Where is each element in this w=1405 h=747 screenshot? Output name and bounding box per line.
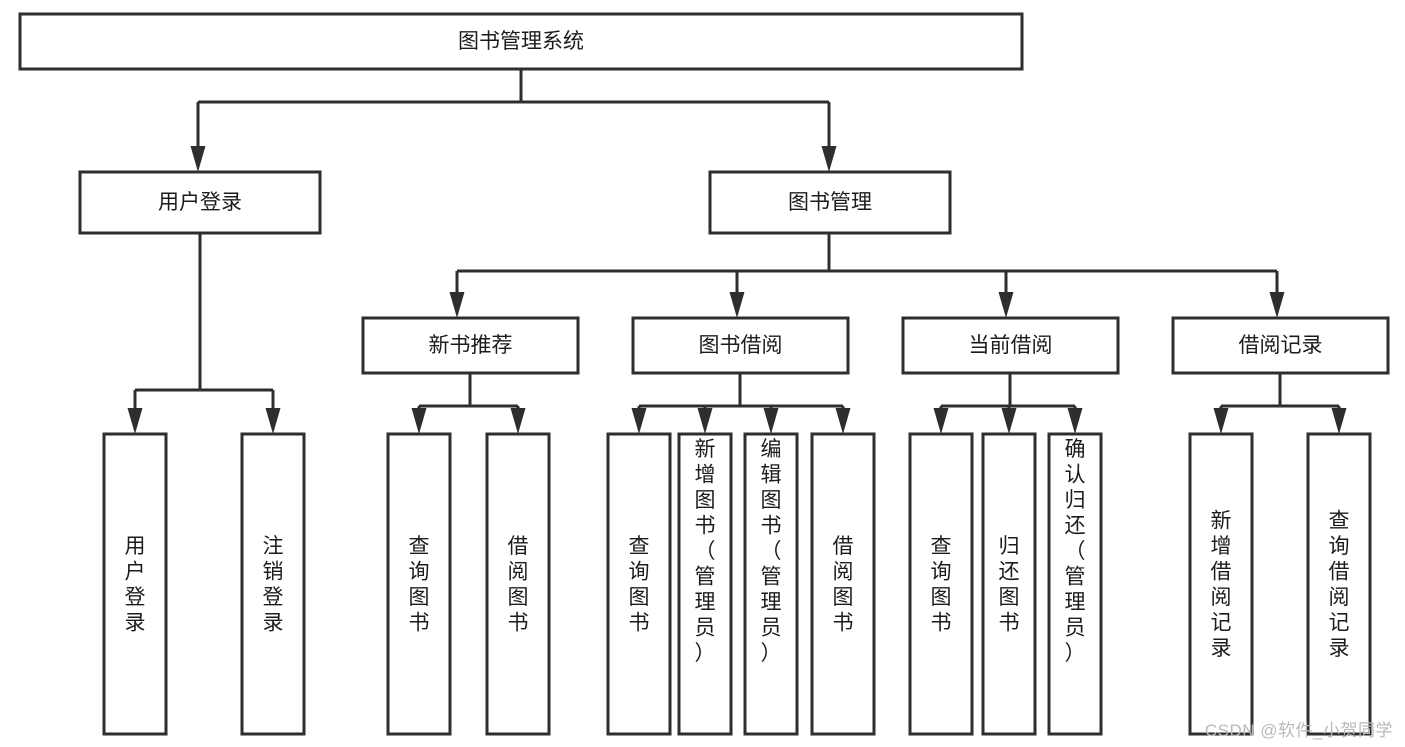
node-box-book-manage[interactable] <box>708 170 952 235</box>
node-label-root: 图书管理系统 <box>458 30 584 53</box>
node-leaf-add-record[interactable]: 新增借阅记录 <box>1188 432 1254 736</box>
book-borrow-drop-3-arrowhead <box>835 408 851 434</box>
new-book-recommend-drop-0-arrowhead <box>411 408 427 434</box>
node-box-current-borrow[interactable] <box>901 316 1120 375</box>
node-box-leaf-query-record[interactable] <box>1306 432 1372 736</box>
node-box-leaf-query-book-3[interactable] <box>908 432 974 736</box>
node-leaf-query-book-3[interactable]: 查询图书 <box>908 432 974 736</box>
node-label-leaf-user-login: 用户登录 <box>125 535 146 635</box>
new-book-recommend-drop-1-arrowhead <box>510 408 526 434</box>
node-box-leaf-user-logout[interactable] <box>240 432 306 736</box>
node-leaf-borrow-book-2[interactable]: 借阅图书 <box>810 432 876 736</box>
node-label-leaf-query-record: 查询借阅记录 <box>1329 510 1350 661</box>
node-box-leaf-add-record[interactable] <box>1188 432 1254 736</box>
node-label-leaf-user-logout: 注销登录 <box>263 535 284 635</box>
node-root[interactable]: 图书管理系统 <box>18 12 1024 71</box>
node-book-borrow[interactable]: 图书借阅 <box>631 316 850 375</box>
node-box-leaf-query-book-1[interactable] <box>386 432 452 736</box>
root-drop-0-arrowhead <box>190 146 206 172</box>
user-login-drop-1-arrowhead <box>265 408 281 434</box>
node-box-new-book-recommend[interactable] <box>361 316 580 375</box>
node-current-borrow[interactable]: 当前借阅 <box>901 316 1120 375</box>
node-label-leaf-borrow-book-1: 借阅图书 <box>508 535 529 635</box>
node-leaf-query-record[interactable]: 查询借阅记录 <box>1306 432 1372 736</box>
node-box-borrow-record[interactable] <box>1171 316 1390 375</box>
node-label-leaf-query-book-3: 查询图书 <box>931 535 952 635</box>
node-box-leaf-confirm-return[interactable] <box>1047 432 1103 736</box>
node-leaf-return-book[interactable]: 归还图书 <box>981 432 1037 736</box>
csdn-watermark: CSDN @软件_小贺同学 <box>1204 721 1393 740</box>
node-box-leaf-borrow-book-2[interactable] <box>810 432 876 736</box>
node-user-login[interactable]: 用户登录 <box>78 170 322 235</box>
node-leaf-query-book-2[interactable]: 查询图书 <box>606 432 672 736</box>
current-borrow-drop-1-arrowhead <box>1001 408 1017 434</box>
node-borrow-record[interactable]: 借阅记录 <box>1171 316 1390 375</box>
node-leaf-user-login[interactable]: 用户登录 <box>102 432 168 736</box>
book-borrow-drop-2-arrowhead <box>763 408 779 434</box>
node-box-leaf-return-book[interactable] <box>981 432 1037 736</box>
book-manage-drop-2-arrowhead <box>998 292 1014 318</box>
book-manage-drop-1-arrowhead <box>729 292 745 318</box>
node-label-leaf-edit-book: 编辑图书（管理员） <box>761 438 782 665</box>
node-box-root[interactable] <box>18 12 1024 71</box>
user-login-drop-0-arrowhead <box>127 408 143 434</box>
current-borrow-drop-0-arrowhead <box>933 408 949 434</box>
node-label-leaf-add-record: 新增借阅记录 <box>1211 510 1232 661</box>
node-label-book-borrow: 图书借阅 <box>699 334 783 357</box>
node-box-leaf-borrow-book-1[interactable] <box>485 432 551 736</box>
node-label-current-borrow: 当前借阅 <box>969 334 1053 357</box>
node-layer: 图书管理系统用户登录图书管理新书推荐图书借阅当前借阅借阅记录用户登录注销登录查询… <box>18 12 1390 736</box>
node-leaf-query-book-1[interactable]: 查询图书 <box>386 432 452 736</box>
connector-layer <box>127 69 1347 434</box>
node-box-book-borrow[interactable] <box>631 316 850 375</box>
node-label-user-login: 用户登录 <box>158 191 242 214</box>
node-leaf-user-logout[interactable]: 注销登录 <box>240 432 306 736</box>
book-manage-drop-3-arrowhead <box>1269 292 1285 318</box>
node-label-borrow-record: 借阅记录 <box>1239 334 1323 357</box>
node-leaf-add-book[interactable]: 新增图书（管理员） <box>677 432 733 736</box>
node-leaf-edit-book[interactable]: 编辑图书（管理员） <box>743 432 799 736</box>
root-drop-1-arrowhead <box>821 146 837 172</box>
node-box-leaf-query-book-2[interactable] <box>606 432 672 736</box>
book-manage-drop-0-arrowhead <box>449 292 465 318</box>
book-borrow-drop-1-arrowhead <box>697 408 713 434</box>
node-label-leaf-borrow-book-2: 借阅图书 <box>833 535 854 635</box>
node-leaf-borrow-book-1[interactable]: 借阅图书 <box>485 432 551 736</box>
borrow-record-drop-1-arrowhead <box>1331 408 1347 434</box>
node-label-leaf-add-book: 新增图书（管理员） <box>695 438 716 665</box>
node-label-leaf-return-book: 归还图书 <box>999 535 1020 635</box>
node-label-book-manage: 图书管理 <box>788 191 872 214</box>
node-box-leaf-edit-book[interactable] <box>743 432 799 736</box>
node-label-leaf-confirm-return: 确认归还（管理员） <box>1065 438 1086 665</box>
node-box-user-login[interactable] <box>78 170 322 235</box>
node-leaf-confirm-return[interactable]: 确认归还（管理员） <box>1047 432 1103 736</box>
node-box-leaf-user-login[interactable] <box>102 432 168 736</box>
book-borrow-drop-0-arrowhead <box>631 408 647 434</box>
node-box-leaf-add-book[interactable] <box>677 432 733 736</box>
borrow-record-drop-0-arrowhead <box>1213 408 1229 434</box>
node-label-leaf-query-book-2: 查询图书 <box>629 535 650 635</box>
node-new-book-recommend[interactable]: 新书推荐 <box>361 316 580 375</box>
node-label-leaf-query-book-1: 查询图书 <box>409 535 430 635</box>
node-book-manage[interactable]: 图书管理 <box>708 170 952 235</box>
node-label-new-book-recommend: 新书推荐 <box>429 334 513 357</box>
current-borrow-drop-2-arrowhead <box>1067 408 1083 434</box>
